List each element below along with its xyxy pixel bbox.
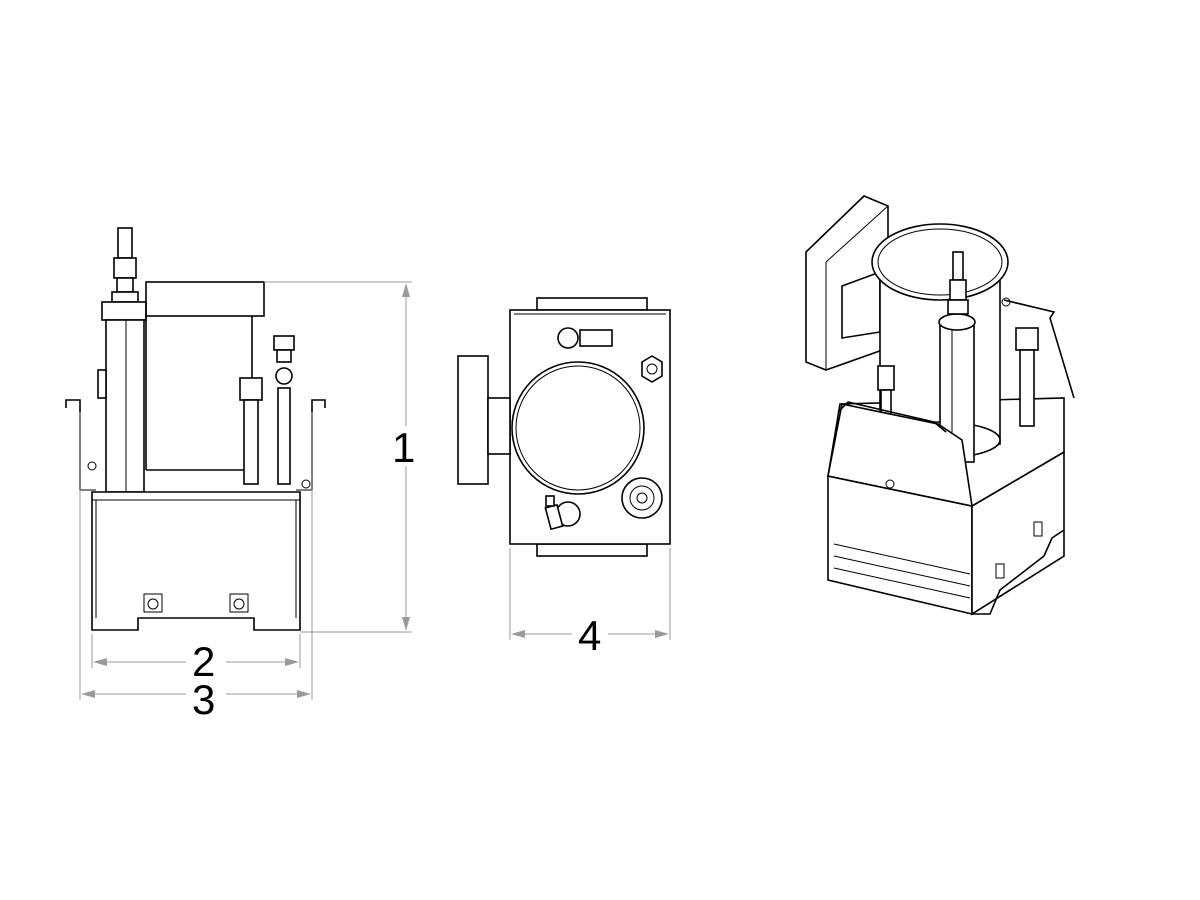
- dimension-label-4: 4: [578, 612, 601, 659]
- dimension-label-2: 2: [192, 638, 215, 685]
- top-view: [457, 297, 671, 557]
- front-view: [65, 227, 326, 631]
- dimension-lines: [79, 281, 671, 700]
- isometric-view: [805, 195, 1075, 616]
- dimension-label-3: 3: [192, 676, 215, 723]
- dimension-label-1: 1: [392, 424, 415, 471]
